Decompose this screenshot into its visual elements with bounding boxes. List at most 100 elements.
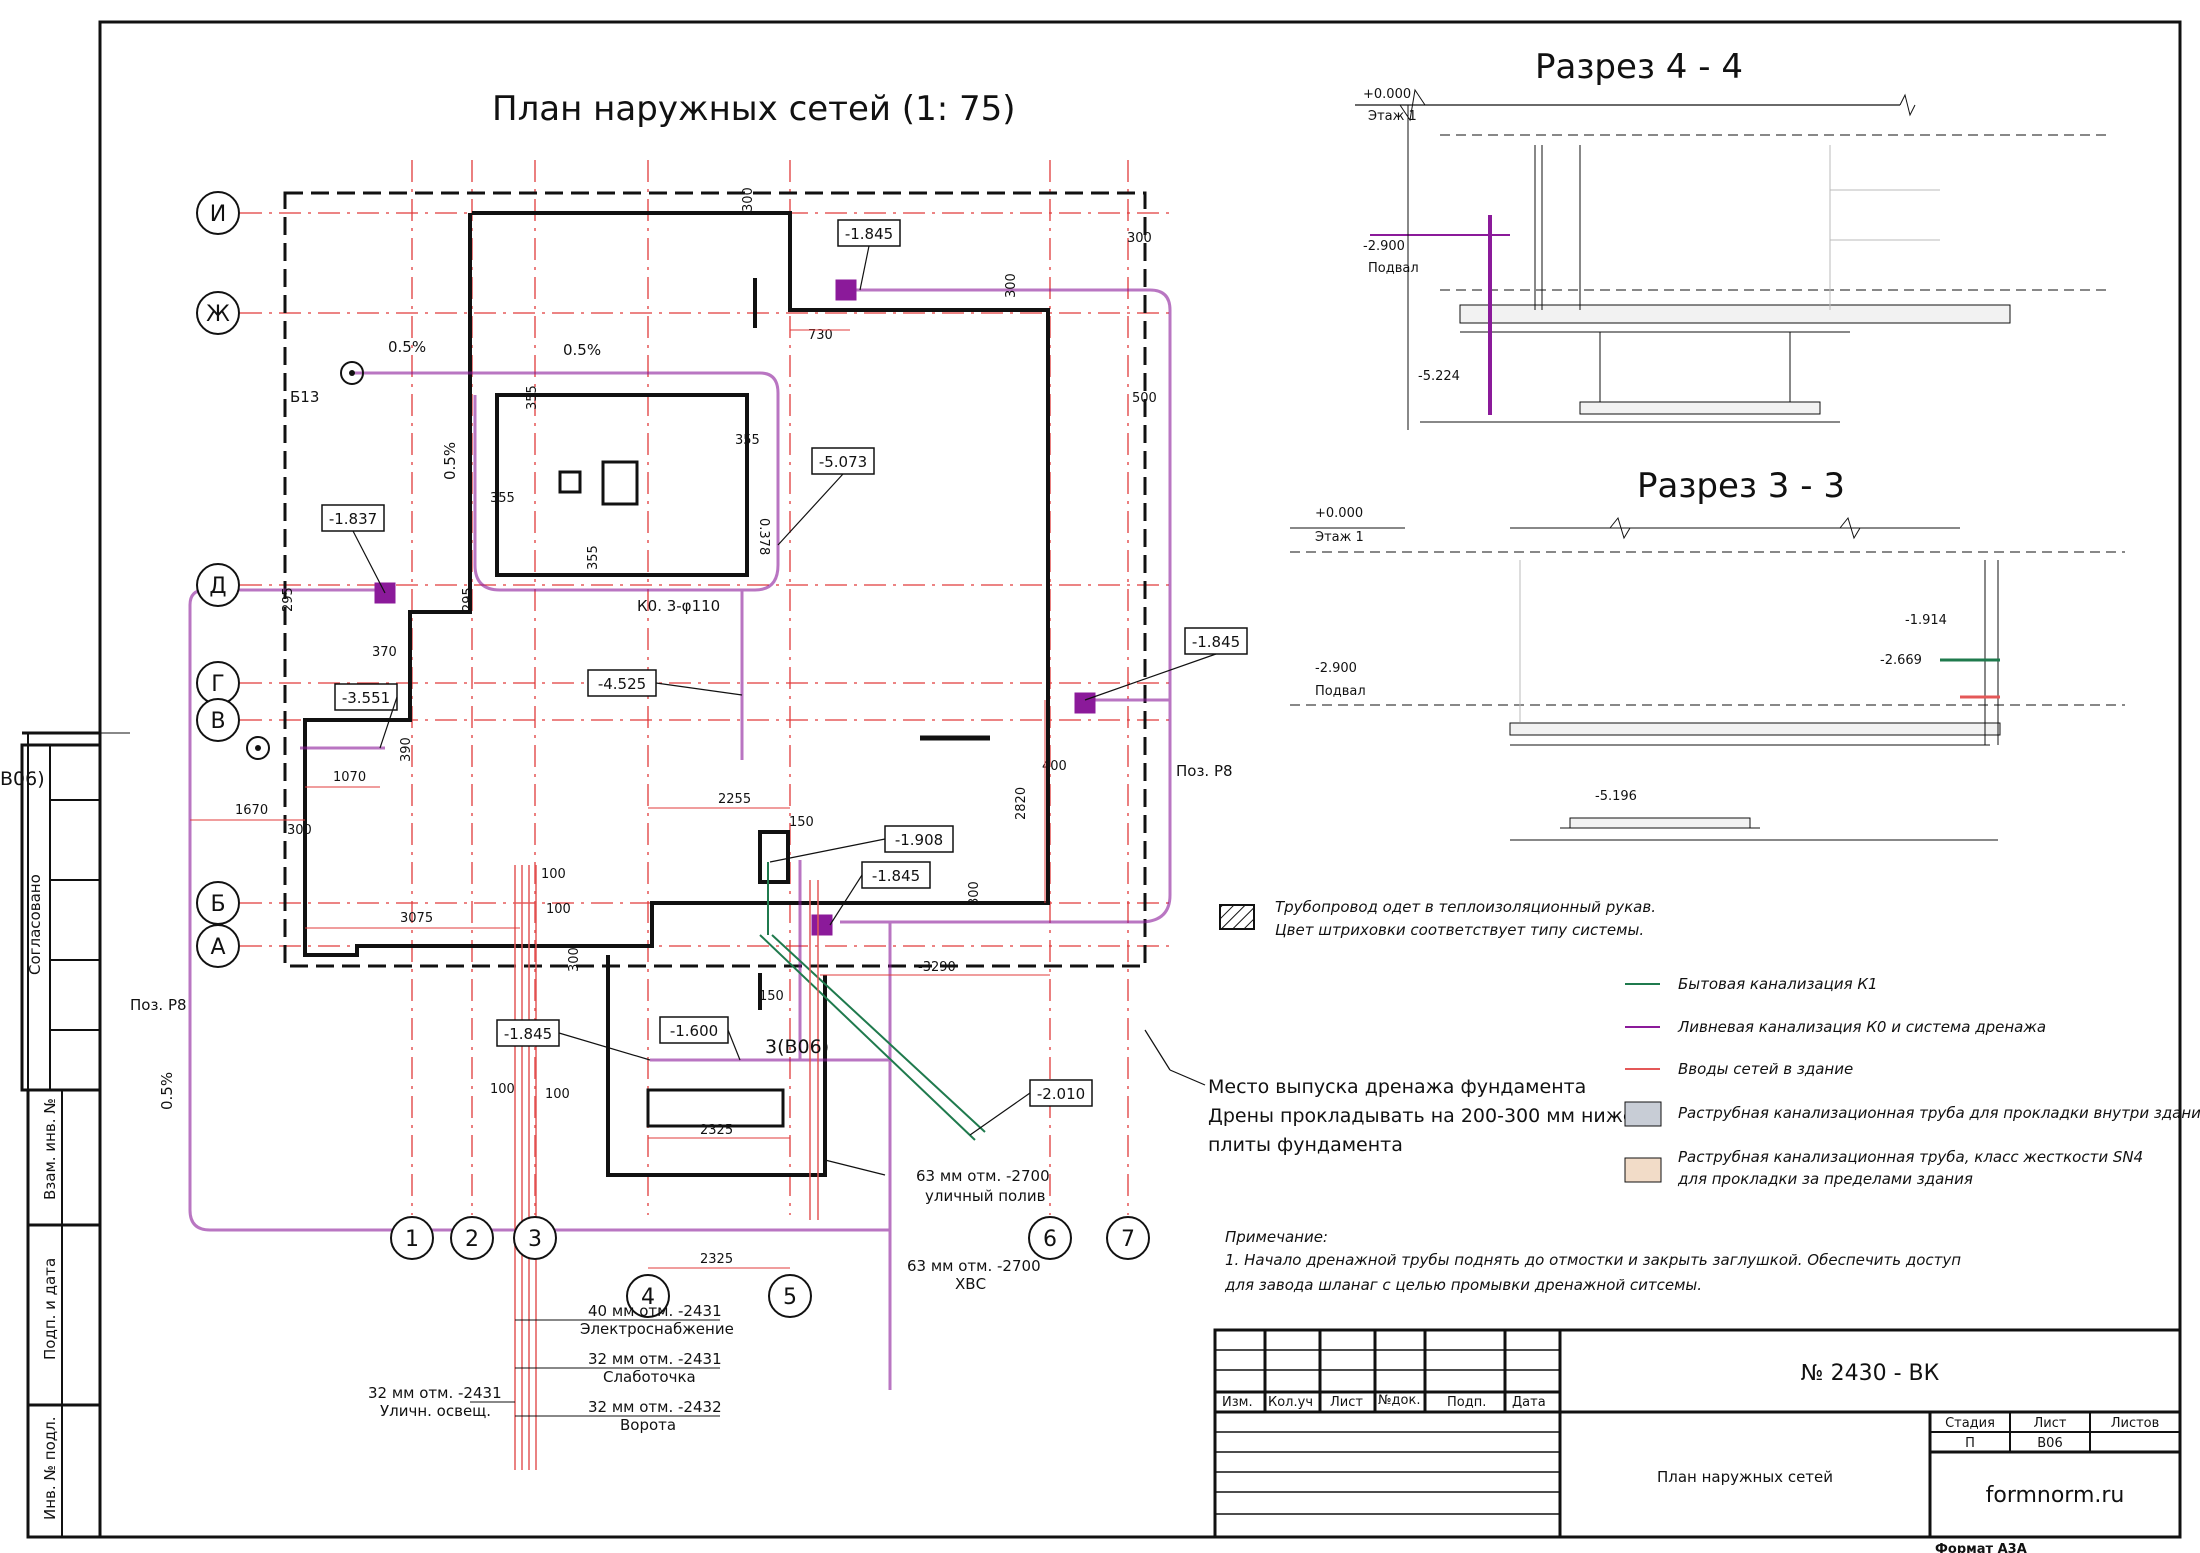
tb-format: Формат А3А <box>1935 1542 2027 1553</box>
dimension: 300 <box>287 823 312 838</box>
sidebar-podp: Подп. и дата <box>41 1258 59 1360</box>
dimension: 295 <box>461 587 476 612</box>
dimension-lines <box>190 329 1050 1269</box>
slope-label: 0.5% <box>563 341 601 359</box>
legend-item-k1: Бытовая канализация К1 <box>1678 975 1878 993</box>
axis-letters <box>196 191 240 968</box>
pit-outside <box>646 1088 785 1128</box>
pit-small <box>558 470 582 494</box>
section-label: +0.000 <box>1363 87 1411 102</box>
level-tag: -2.010 <box>1037 1085 1085 1103</box>
dimension: 2820 <box>1014 787 1029 820</box>
note-heading: Примечание: <box>1225 1228 1328 1246</box>
axis-number: 4 <box>641 1285 655 1310</box>
tb-stage-header: Стадия <box>1945 1416 1995 1431</box>
section33-title: Разрез 3 - 3 <box>1637 466 1845 506</box>
axis-number: 6 <box>1043 1227 1057 1252</box>
legend-item-pipe-in: Раструбная канализационная труба для про… <box>1678 1104 2200 1122</box>
level-tag: -4.525 <box>598 675 646 693</box>
tb-list-header: Лист <box>2034 1416 2067 1431</box>
dimension: 100 <box>490 1082 515 1097</box>
cable-label: 40 мм отм. -2431 <box>588 1302 722 1320</box>
sidebar-cut-ref: В06) <box>0 768 45 790</box>
section-label: -2.669 <box>1880 653 1922 668</box>
tb-col-data: Дата <box>1512 1395 1546 1410</box>
leader-lines <box>352 245 1217 1176</box>
legend-swatch-pipe-in <box>1624 1101 1662 1127</box>
section-label: -2.900 <box>1363 239 1405 254</box>
section-label: +0.000 <box>1315 506 1363 521</box>
pipe-label: К0. 3-φ110 <box>637 597 720 615</box>
pit-large <box>601 460 639 506</box>
foundation-outline <box>283 191 1147 968</box>
level-tag: -1.600 <box>670 1022 718 1040</box>
dimension: 2325 <box>700 1123 733 1138</box>
slope-label: 0.5% <box>158 1072 176 1110</box>
cable-label: 32 мм отм. -2431 <box>368 1384 502 1402</box>
section-label: -1.914 <box>1905 613 1947 628</box>
legend-hatch-text: Трубопровод одет в теплоизоляционный рук… <box>1275 898 1656 916</box>
cable-label: Электроснабжение <box>580 1320 734 1338</box>
level-tag: -5.073 <box>819 453 867 471</box>
level-tag: -1.845 <box>1192 633 1240 651</box>
manhole-label: Б13 <box>290 388 319 406</box>
reference-label: 3(В06) <box>765 1036 829 1058</box>
dimension: 300 <box>741 187 756 212</box>
dimension: 2255 <box>718 792 751 807</box>
utility-inputs <box>514 865 819 1470</box>
dimension: -3290 <box>918 960 956 975</box>
level-tag: -1.845 <box>504 1025 552 1043</box>
axis-number: 3 <box>528 1227 542 1252</box>
tb-site: formnorm.ru <box>1986 1483 2125 1508</box>
legend-swatch-pipe-out <box>1624 1157 1662 1183</box>
section-label: -2.900 <box>1315 661 1357 676</box>
sewer-k1 <box>759 862 986 1141</box>
dimension: 355 <box>490 491 515 506</box>
dimension: 355 <box>586 545 601 570</box>
dimension: 1070 <box>333 770 366 785</box>
dimension: 100 <box>545 1087 570 1102</box>
axis-number: 1 <box>405 1227 419 1252</box>
cable-label: Уличн. освещ. <box>380 1402 491 1420</box>
tb-sheet-title: План наружных сетей <box>1657 1468 1833 1486</box>
legend-item-inputs: Вводы сетей в здание <box>1678 1060 1853 1078</box>
level-tag: -3.551 <box>342 689 390 707</box>
axis-numbers <box>390 1216 1150 1318</box>
sidebar-inv: Инв. № подл. <box>41 1417 59 1520</box>
level-tag: -1.908 <box>895 831 943 849</box>
dimension: 2325 <box>700 1252 733 1267</box>
position-label: Поз. Р8 <box>130 996 187 1014</box>
left-sidebar <box>20 731 130 1539</box>
dimension: 295 <box>281 587 296 612</box>
pipe-label: 63 мм отм. -2700 <box>907 1257 1041 1275</box>
axis-letter: Д <box>209 574 226 599</box>
manhole-b13 <box>340 361 364 385</box>
section-label: Подвал <box>1368 261 1419 276</box>
pipe-label: ХВС <box>955 1275 986 1293</box>
cable-leader-lines <box>470 1319 720 1417</box>
cable-label: 32 мм отм. -2432 <box>588 1398 722 1416</box>
sidebar-agreed: Согласовано <box>26 874 44 975</box>
tb-stage-value: П <box>1965 1436 1975 1451</box>
tb-col-ndok: №док. <box>1378 1393 1420 1408</box>
dimension: 1670 <box>235 803 268 818</box>
slope-label: 0.5% <box>388 338 426 356</box>
axis-number: 2 <box>465 1227 479 1252</box>
dimension: 400 <box>1042 759 1067 774</box>
dimension: 300 <box>967 881 982 906</box>
dimension: 300 <box>1127 231 1152 246</box>
section-4-4 <box>1355 88 2110 430</box>
title-block <box>1213 1328 2182 1539</box>
axis-letter: Ж <box>206 302 230 327</box>
cable-label: Слаботочка <box>603 1368 696 1386</box>
axis-number: 5 <box>783 1285 797 1310</box>
dimension: 150 <box>759 989 784 1004</box>
level-tag: -1.837 <box>329 510 377 528</box>
dimension: 390 <box>399 737 414 762</box>
dimension: 300 <box>567 947 582 972</box>
dimension: 355 <box>525 385 540 410</box>
level-tags <box>321 219 1248 1107</box>
manhole-b13-center <box>349 370 355 376</box>
tb-col-podp: Подп. <box>1447 1395 1486 1410</box>
manhole-v-center <box>255 745 261 751</box>
